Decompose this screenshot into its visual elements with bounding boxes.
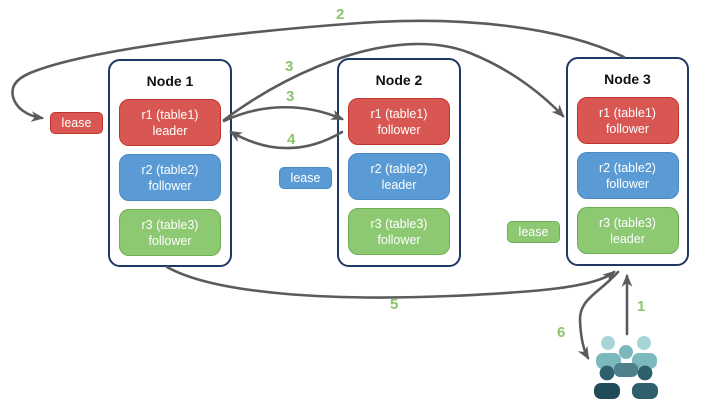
node-1: Node 1 r1 (table1) leader r2 (table2) fo… bbox=[108, 59, 232, 267]
replica-name: r1 (table1) bbox=[370, 106, 428, 121]
node-2-replica-r3: r3 (table3) follower bbox=[348, 208, 450, 255]
node-1-title: Node 1 bbox=[146, 73, 194, 89]
node-1-replica-r3: r3 (table3) follower bbox=[119, 209, 221, 256]
node-2: Node 2 r1 (table1) follower r2 (table2) … bbox=[337, 58, 461, 267]
replica-name: r2 (table2) bbox=[599, 160, 656, 175]
replica-name: r2 (table2) bbox=[370, 161, 428, 176]
step-label-5: 5 bbox=[390, 296, 399, 313]
arrow-2-node3-to-lease1 bbox=[11, 19, 626, 122]
users-icon bbox=[594, 336, 658, 399]
step-label-6: 6 bbox=[557, 324, 566, 341]
arrow-3-leader-to-node2-follower bbox=[222, 105, 344, 123]
node-3-replica-r1: r1 (table1) follower bbox=[576, 97, 679, 144]
step-label-3b: 3 bbox=[286, 88, 295, 105]
step-label-1: 1 bbox=[637, 298, 646, 315]
node-1-replica-r1: r1 (table1) leader bbox=[119, 99, 221, 146]
node-2-replica-r1: r1 (table1) follower bbox=[348, 98, 450, 145]
lease-badge-table2: lease bbox=[279, 167, 332, 189]
replica-role: follower bbox=[605, 121, 650, 136]
node-2-title: Node 2 bbox=[375, 72, 423, 88]
replica-role: follower bbox=[148, 233, 192, 248]
replica-role: follower bbox=[377, 122, 421, 137]
replica-name: r3 (table3) bbox=[370, 216, 428, 231]
lease-badge-table3: lease bbox=[507, 221, 560, 243]
replica-name: r1 (table1) bbox=[599, 105, 656, 120]
replica-role: leader bbox=[610, 231, 645, 246]
node-1-replica-r2: r2 (table2) follower bbox=[119, 154, 221, 201]
replica-name: r1 (table1) bbox=[141, 107, 199, 122]
step-label-3a: 3 bbox=[285, 58, 294, 75]
lease-badge-table1: lease bbox=[50, 112, 103, 134]
replica-name: r2 (table2) bbox=[141, 162, 199, 177]
node-2-replica-r2: r2 (table2) leader bbox=[348, 153, 450, 200]
replica-role: leader bbox=[152, 123, 188, 138]
node-3-title: Node 3 bbox=[604, 71, 651, 87]
replica-role: follower bbox=[377, 232, 421, 247]
arrow-5-node1-to-node3 bbox=[165, 265, 616, 299]
node-3-replica-r2: r2 (table2) follower bbox=[576, 152, 679, 199]
node-3: Node 3 r1 (table1) follower r2 (table2) … bbox=[566, 57, 689, 266]
replica-role: follower bbox=[605, 176, 650, 191]
replica-name: r3 (table3) bbox=[141, 217, 199, 232]
replica-role: leader bbox=[381, 177, 417, 192]
step-label-4: 4 bbox=[287, 131, 296, 148]
replica-name: r3 (table3) bbox=[599, 215, 656, 230]
step-label-2: 2 bbox=[336, 6, 345, 23]
node-3-replica-r3: r3 (table3) leader bbox=[576, 207, 679, 254]
replica-role: follower bbox=[148, 178, 192, 193]
